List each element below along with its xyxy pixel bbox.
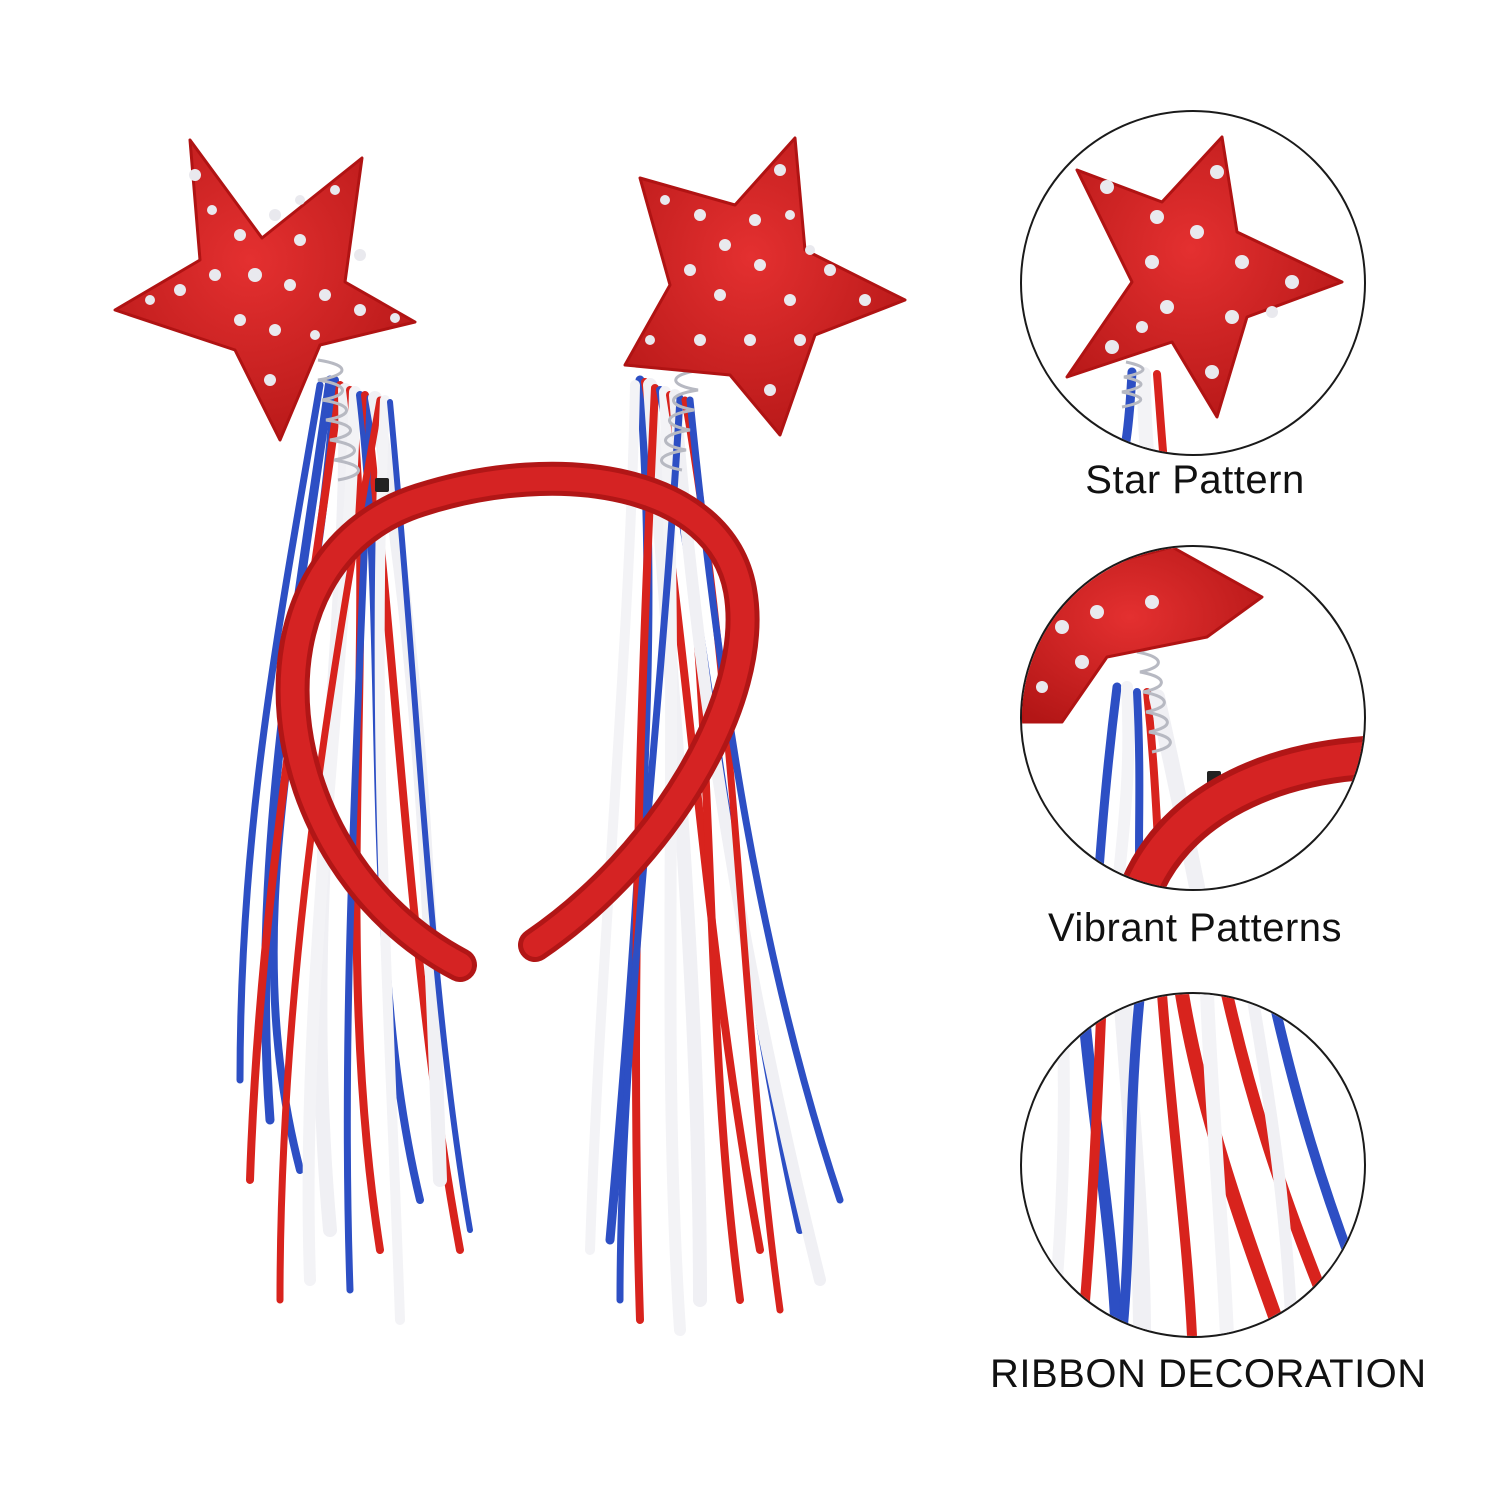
caption-vibrant-patterns: Vibrant Patterns <box>1047 906 1343 950</box>
ribbon-closeup-icon <box>1046 994 1357 1336</box>
right-star <box>623 136 907 437</box>
right-spring <box>660 368 701 472</box>
left-star <box>113 138 417 442</box>
detail-circle-ribbon-decoration <box>1020 992 1366 1338</box>
left-spring <box>317 358 360 482</box>
left-spring-clip <box>375 478 389 492</box>
caption-ribbon-decoration: RIBBON DECORATION <box>990 1352 1427 1396</box>
caption-star-pattern: Star Pattern <box>1085 458 1305 502</box>
star-headband-photo <box>113 136 907 1336</box>
detail-circle-star-pattern <box>1020 110 1366 456</box>
detail-circle-vibrant-patterns <box>1020 545 1366 891</box>
star-closeup-icon <box>1065 135 1344 454</box>
spring-closeup-icon <box>1022 547 1364 889</box>
